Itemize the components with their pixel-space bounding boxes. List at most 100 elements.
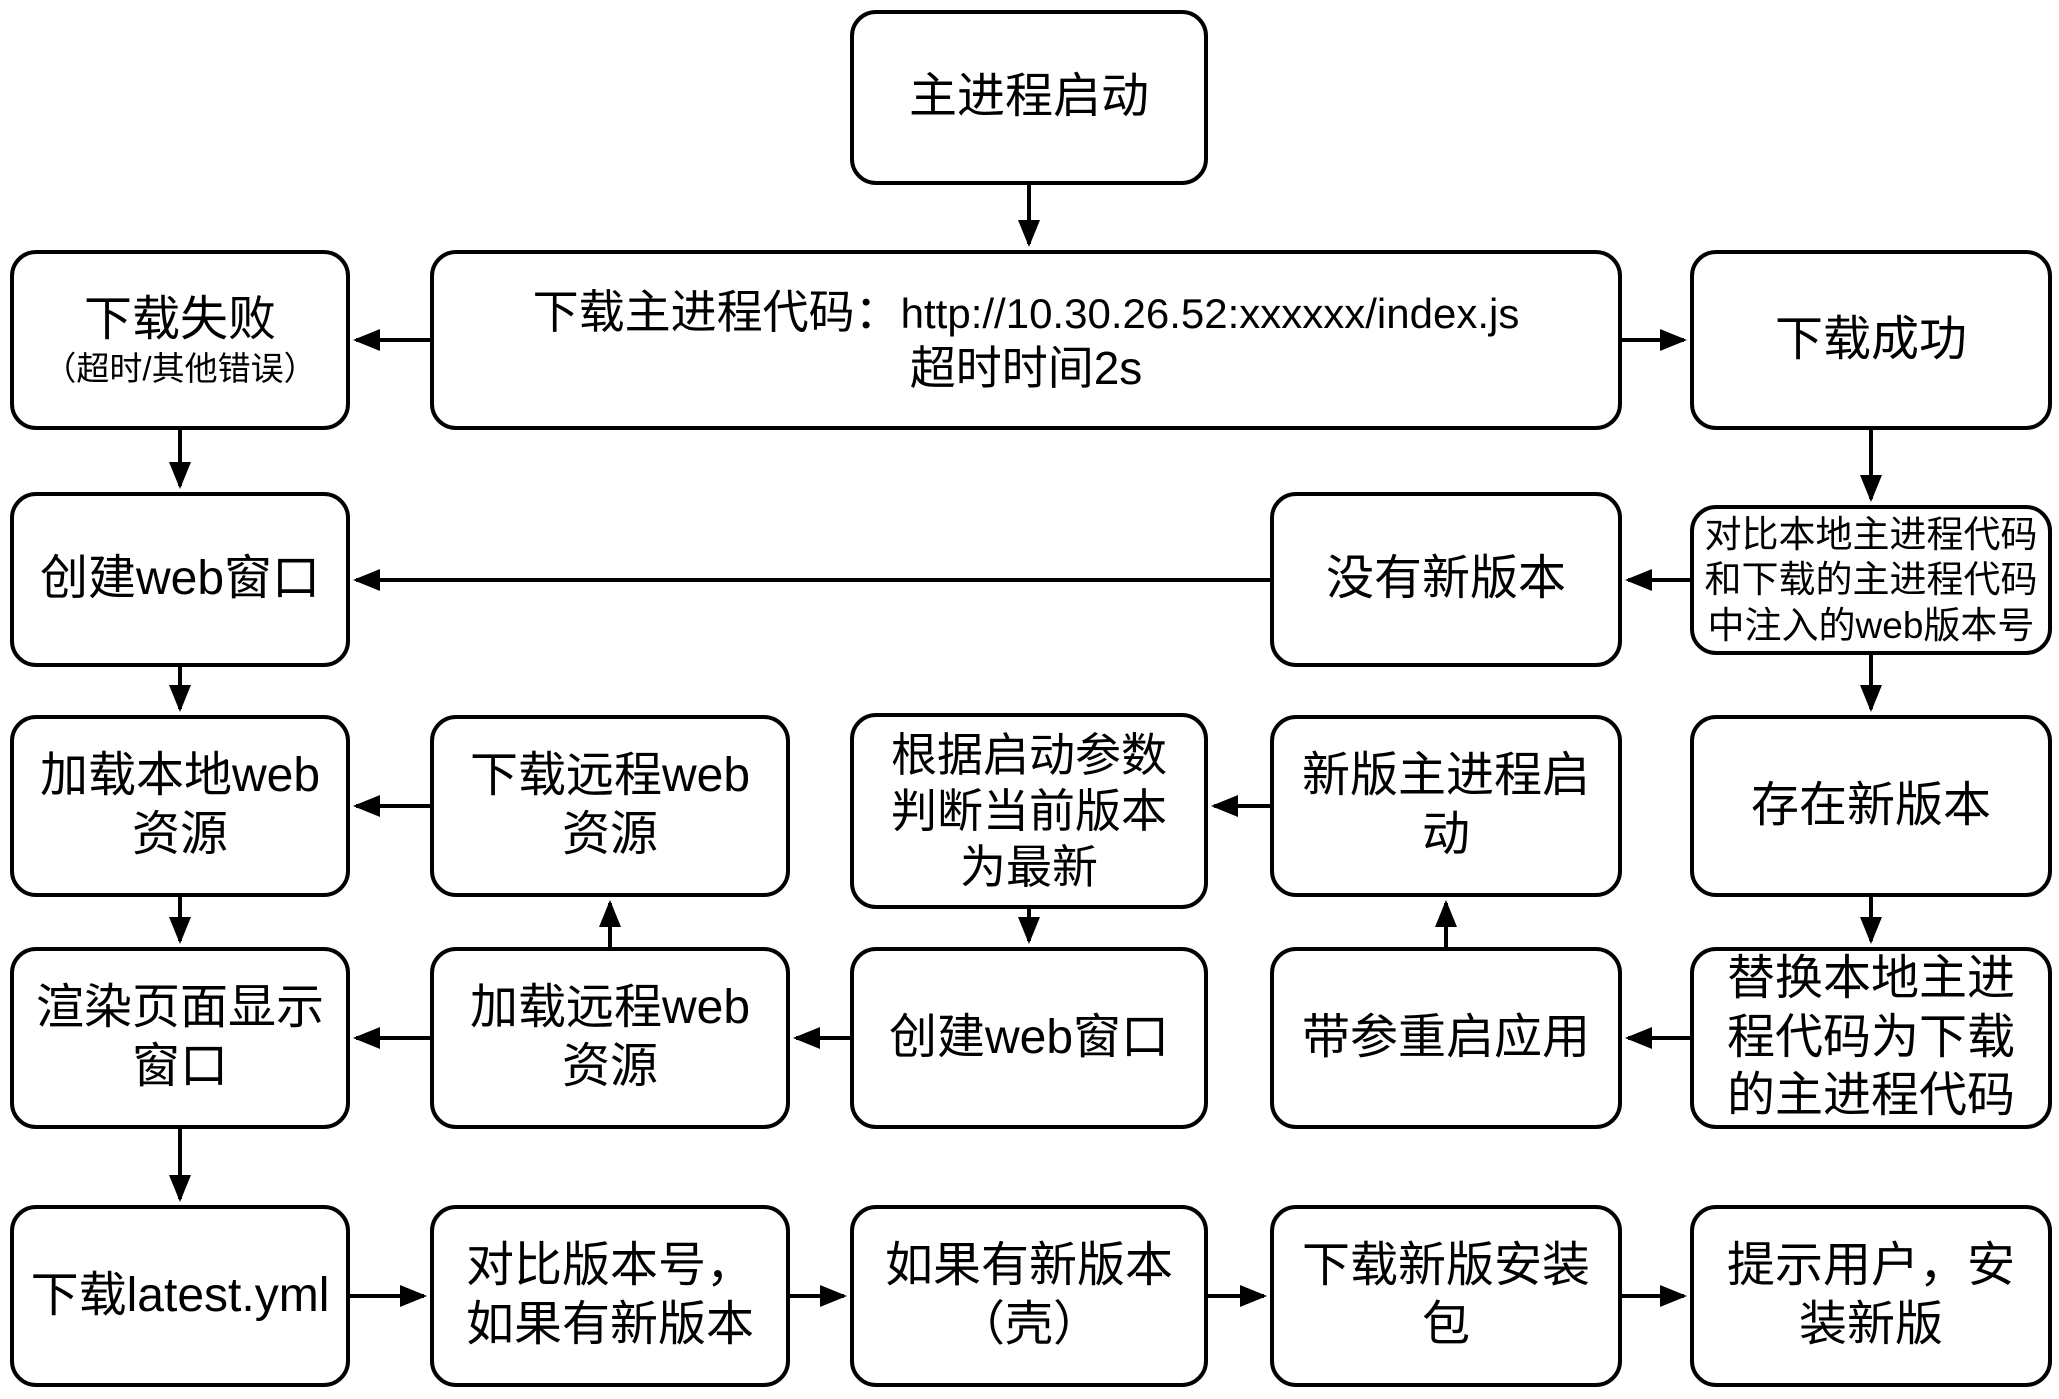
- flow-node-label-line: 资源: [562, 1038, 658, 1097]
- flow-node-label: 主进程启动: [908, 70, 1149, 124]
- flow-node-label-line: （超时/其他错误）: [43, 349, 316, 389]
- flow-node-label-line: 资源: [132, 806, 228, 865]
- flow-node-label-line: （壳）: [957, 1296, 1101, 1355]
- flow-node-download-main-code: 下载主进程代码：http://10.30.26.52:xxxxxx/index.…: [430, 250, 1622, 430]
- flow-node-label: 窗口: [131, 1040, 228, 1093]
- flow-node-label: 提示用户，安: [1726, 1239, 2015, 1293]
- flow-node-label-line: 下载成功: [1775, 311, 1967, 370]
- flow-node-compare-injected-web-version: 对比本地主进程代码和下载的主进程代码中注入的web版本号: [1690, 505, 2052, 655]
- flow-node-label: 下载失败: [83, 292, 276, 346]
- flow-node-label: 带参重启应用: [1301, 1010, 1590, 1064]
- flow-node-label-line: 提示用户，安: [1727, 1237, 2015, 1296]
- flow-node-label: （壳）: [956, 1298, 1101, 1351]
- flow-node-label: 存在新版本: [1750, 778, 1991, 832]
- flow-node-download-failed: 下载失败 （超时/其他错误）: [10, 250, 350, 430]
- flow-node-restart-with-params: 带参重启应用: [1270, 947, 1622, 1129]
- flow-node-label: 创建web窗口: [888, 1010, 1170, 1064]
- flow-node-label: 渲染页面显示: [35, 981, 324, 1035]
- flow-node-label-line: 中注入的web版本号: [1708, 603, 2035, 648]
- flow-node-label: 下载成功: [1774, 312, 1967, 366]
- flow-node-label-line: 主进程启动: [909, 68, 1149, 127]
- flow-node-label-line: 窗口: [132, 1038, 228, 1097]
- flow-node-label: 为最新: [960, 841, 1098, 894]
- flow-node-label: 和下载的主进程代码: [1704, 559, 2038, 601]
- flow-node-label: 程代码为下载: [1726, 1010, 2015, 1064]
- flow-node-label-line: 下载远程web: [470, 747, 750, 806]
- flow-node-label-line: 下载新版安装: [1302, 1237, 1590, 1296]
- flow-node-label: 如果有新版本: [465, 1298, 754, 1351]
- flow-node-label: 根据启动参数: [891, 728, 1167, 781]
- flow-node-no-new-version: 没有新版本: [1270, 492, 1622, 667]
- flow-node-label-line: 程代码为下载: [1727, 1009, 2015, 1068]
- flow-node-create-web-window: 创建web窗口: [10, 492, 350, 667]
- flow-node-label: 下载新版安装: [1301, 1239, 1590, 1293]
- flow-node-replace-local-main-code: 替换本地主进程代码为下载的主进程代码: [1690, 947, 2052, 1129]
- flow-node-label: 对比版本号，: [465, 1239, 754, 1293]
- flow-node-label-line: 下载主进程代码：http://10.30.26.52:xxxxxx/index.…: [533, 284, 1520, 340]
- flow-node-label-line: 根据启动参数: [891, 727, 1167, 783]
- flow-node-label-line: 没有新版本: [1326, 550, 1566, 609]
- flow-node-prompt-user-install: 提示用户，安装新版: [1690, 1205, 2052, 1387]
- flow-node-label: 下载远程web: [469, 749, 751, 803]
- flow-node-label: 创建web窗口: [39, 552, 321, 606]
- flow-node-label-line: 存在新版本: [1751, 777, 1991, 836]
- flow-node-label-line: 对比本地主进程代码: [1705, 512, 2038, 557]
- flow-node-label: 装新版: [1798, 1298, 1943, 1351]
- flow-node-label-line: 超时时间2s: [910, 340, 1143, 396]
- flow-node-label-line: 下载失败: [84, 291, 276, 350]
- flow-node-label: 的主进程代码: [1726, 1069, 2015, 1123]
- flow-node-main-process-start: 主进程启动: [850, 10, 1208, 185]
- flow-node-label-line: 为最新: [960, 839, 1098, 895]
- flow-node-label-line: 带参重启应用: [1302, 1009, 1590, 1068]
- flow-node-label: 加载远程web: [469, 981, 751, 1035]
- flow-node-if-new-version-shell: 如果有新版本（壳）: [850, 1205, 1208, 1387]
- flow-node-compare-version-number: 对比版本号，如果有新版本: [430, 1205, 790, 1387]
- flow-node-label: 新版主进程启: [1301, 749, 1590, 803]
- flow-node-label-line: 动: [1422, 806, 1470, 865]
- flow-node-label: 下载latest.yml: [30, 1268, 330, 1322]
- flow-node-judge-current-version-latest: 根据启动参数判断当前版本为最新: [850, 713, 1208, 909]
- flow-node-label: 动: [1421, 808, 1470, 861]
- flow-node-label: 下载主进程代码：: [532, 285, 901, 338]
- flow-node-download-success: 下载成功: [1690, 250, 2052, 430]
- flow-node-label-line: 的主进程代码: [1727, 1067, 2015, 1126]
- flow-node-render-page-window: 渲染页面显示窗口: [10, 947, 350, 1129]
- flow-node-label-line: 下载latest.yml: [31, 1267, 330, 1326]
- flow-node-label-line: 判断当前版本: [891, 783, 1167, 839]
- flow-node-label: http://10.30.26.52:xxxxxx/index.js: [900, 289, 1520, 337]
- flow-node-label: 超时时间2s: [909, 342, 1143, 394]
- flow-node-label-line: 和下载的主进程代码: [1705, 557, 2038, 602]
- flow-node-new-version-exists: 存在新版本: [1690, 715, 2052, 897]
- flow-node-label: 资源: [131, 808, 228, 861]
- flow-node-label-line: 装新版: [1799, 1296, 1943, 1355]
- flow-node-create-web-window-2: 创建web窗口: [850, 947, 1208, 1129]
- flow-node-label: 如果有新版本: [884, 1239, 1173, 1293]
- flow-node-label: 资源: [561, 1040, 658, 1093]
- flow-node-label-line: 创建web窗口: [889, 1009, 1169, 1068]
- flow-node-label-line: 渲染页面显示: [36, 979, 324, 1038]
- flow-node-label: （超时/其他错误）: [43, 350, 317, 388]
- flow-node-label: 中注入的web版本号: [1707, 604, 2035, 646]
- flow-node-label-line: 如果有新版本: [466, 1296, 754, 1355]
- flow-node-label: 加载本地web: [39, 749, 321, 803]
- flow-node-download-new-installer: 下载新版安装包: [1270, 1205, 1622, 1387]
- flow-node-label-line: 加载远程web: [470, 979, 750, 1038]
- flow-node-label-line: 创建web窗口: [40, 550, 320, 609]
- flow-node-label-line: 包: [1422, 1296, 1470, 1355]
- flow-node-label: 替换本地主进: [1726, 952, 2015, 1006]
- flow-node-label: 对比本地主进程代码: [1704, 514, 2038, 556]
- flow-node-label-line: 资源: [562, 806, 658, 865]
- flow-node-label: 没有新版本: [1325, 552, 1566, 606]
- flow-node-label-line: 替换本地主进: [1727, 950, 2015, 1009]
- flow-node-label-line: 加载本地web: [40, 747, 320, 806]
- flow-node-label: 资源: [561, 808, 658, 861]
- flow-node-label-line: 新版主进程启: [1302, 747, 1590, 806]
- flow-node-download-latest-yml: 下载latest.yml: [10, 1205, 350, 1387]
- flow-node-label: 判断当前版本: [891, 784, 1167, 837]
- flow-node-label-line: 如果有新版本: [885, 1237, 1173, 1296]
